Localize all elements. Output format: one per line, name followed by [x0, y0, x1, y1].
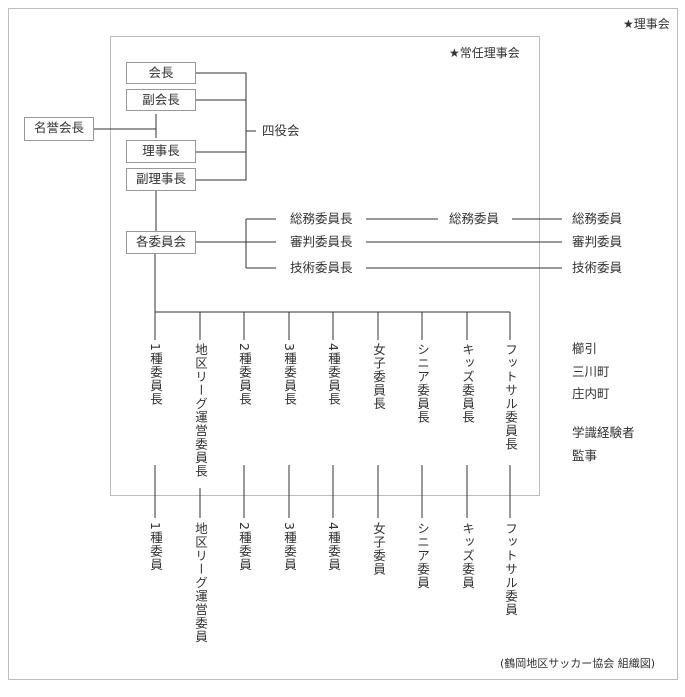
chair-kids: キッズ委員長: [460, 343, 475, 424]
chair-3: 3種委員長: [282, 343, 297, 406]
general-affairs-member: 総務委員: [572, 211, 623, 226]
general-affairs-chair: 総務委員長: [290, 211, 353, 226]
member-2: 2種委員: [237, 522, 252, 572]
member-district-league: 地区リーグ運営委員: [193, 522, 208, 644]
member-3: 3種委員: [282, 522, 297, 572]
vice-president-box: 副会長: [126, 89, 196, 111]
member-kids: キッズ委員: [460, 522, 475, 590]
standing-board-legend: ★常任理事会: [449, 46, 520, 60]
member-1: 1種委員: [148, 522, 163, 572]
region-mikawa: 三川町: [572, 364, 610, 379]
chair-futsal: フットサル委員長: [503, 343, 518, 451]
technical-chair: 技術委員長: [290, 260, 353, 275]
four-officers-label: 四役会: [262, 123, 300, 138]
member-senior: シニア委員: [415, 522, 430, 590]
auditor: 監事: [572, 448, 598, 463]
chair-4: 4種委員長: [326, 343, 341, 406]
referee-member: 審判委員: [572, 234, 623, 249]
region-shonai: 庄内町: [572, 386, 610, 401]
vice-chairman-box: 副理事長: [126, 168, 196, 191]
board-frame: [8, 8, 678, 680]
diagram-caption: (鶴岡地区サッカー協会 組織図): [500, 657, 656, 670]
chair-women: 女子委員長: [371, 343, 386, 411]
member-futsal: フットサル委員: [503, 522, 518, 617]
chair-senior: シニア委員長: [415, 343, 430, 424]
board-legend: ★理事会: [623, 17, 670, 31]
chair-2: 2種委員長: [237, 343, 252, 406]
technical-member: 技術委員: [572, 260, 623, 275]
standing-board-frame: [110, 36, 540, 496]
referee-chair: 審判委員長: [290, 234, 353, 249]
committees-box: 各委員会: [126, 231, 196, 254]
president-box: 会長: [126, 62, 196, 84]
academic-experts: 学識経験者: [572, 425, 635, 440]
region-kushibiki: 櫛引: [572, 341, 598, 356]
member-women: 女子委員: [371, 522, 386, 576]
general-affairs-member-mid: 総務委員: [449, 211, 500, 226]
honorary-president-box: 名誉会長: [24, 117, 94, 141]
chair-1: 1種委員長: [148, 343, 163, 406]
member-4: 4種委員: [326, 522, 341, 572]
chairman-box: 理事長: [126, 140, 196, 163]
chair-district-league: 地区リーグ運営委員長: [193, 343, 208, 478]
